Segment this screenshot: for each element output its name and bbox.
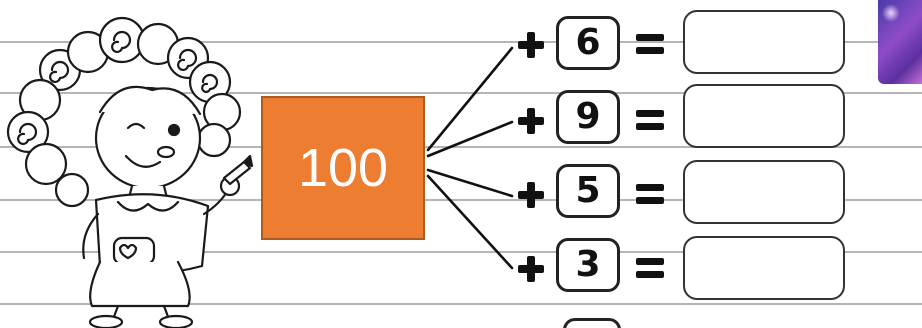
- connector-line: [426, 46, 514, 152]
- plus-sign: [516, 30, 546, 60]
- equals-sign: [636, 108, 664, 132]
- addend-box: 6: [556, 16, 620, 70]
- ruled-line: [0, 303, 922, 305]
- answer-box[interactable]: [683, 236, 845, 300]
- equals-sign: [636, 32, 664, 56]
- answer-box[interactable]: [683, 84, 845, 148]
- starting-number: 100: [297, 138, 389, 198]
- addend-number: 9: [575, 96, 601, 137]
- answer-box[interactable]: [683, 10, 845, 74]
- starting-number-box: 100: [261, 96, 425, 240]
- addend-box: 3: [556, 238, 620, 292]
- addend-number: 3: [575, 244, 601, 285]
- connector-line: [426, 120, 514, 158]
- purple-thumbnail-image[interactable]: [878, 0, 922, 84]
- connector-line: [426, 168, 514, 198]
- addend-number: 6: [575, 22, 601, 63]
- plus-sign: [516, 180, 546, 210]
- partial-addend-box: [563, 318, 621, 328]
- addend-box: 9: [556, 90, 620, 144]
- plus-sign: [516, 254, 546, 284]
- addend-box: 5: [556, 164, 620, 218]
- ruled-line: [0, 41, 922, 43]
- plus-sign: [516, 106, 546, 136]
- equals-sign: [636, 256, 664, 280]
- girl-with-pencil-illustration: [6, 16, 254, 328]
- equals-sign: [636, 182, 664, 206]
- addend-number: 5: [575, 170, 601, 211]
- answer-box[interactable]: [683, 160, 845, 224]
- connector-line: [426, 174, 514, 270]
